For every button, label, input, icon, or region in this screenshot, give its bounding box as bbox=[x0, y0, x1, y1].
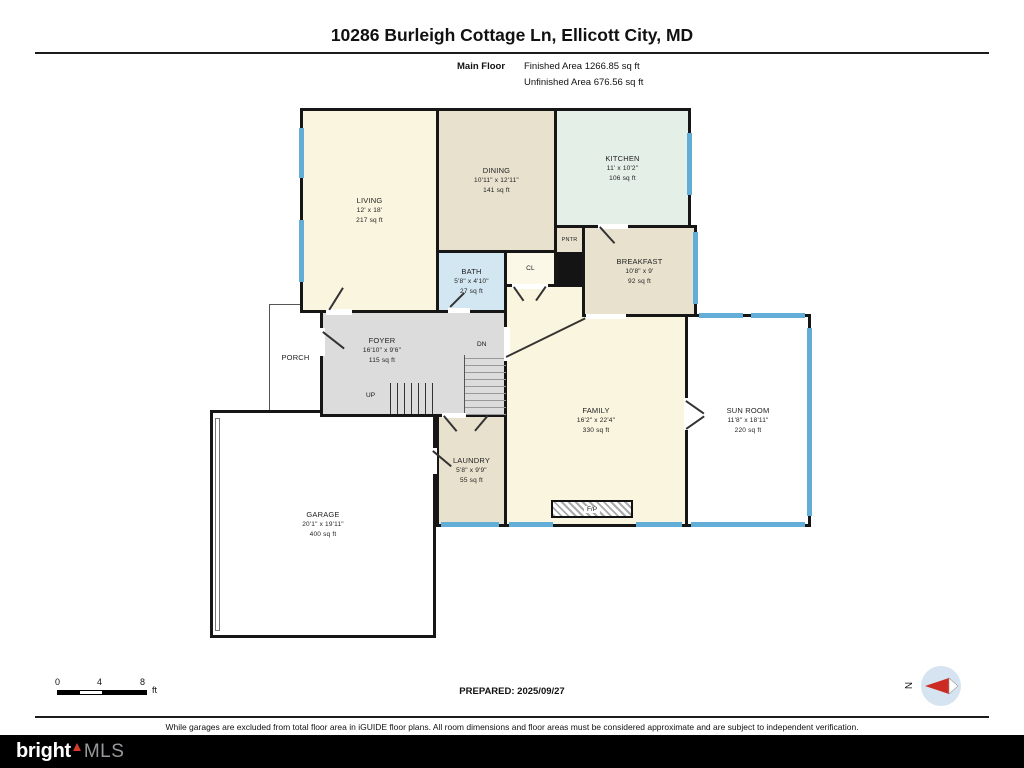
window bbox=[509, 522, 553, 527]
room-closet: CL bbox=[504, 250, 557, 287]
room-pantry: PNTR bbox=[554, 225, 585, 255]
garage-door bbox=[215, 418, 220, 631]
prepared-date: PREPARED: 2025/09/27 bbox=[459, 686, 565, 697]
room-label: BATH 5'8" x 4'10" 27 sq ft bbox=[454, 267, 489, 296]
door-opening bbox=[442, 413, 466, 418]
stairs-down bbox=[464, 355, 506, 415]
footer-brand-bar: bright MLS bbox=[0, 735, 1024, 768]
room-breakfast: BREAKFAST 10'8" x 9' 92 sq ft bbox=[582, 225, 697, 317]
stairs-up-label: UP bbox=[366, 392, 376, 399]
page-title: 10286 Burleigh Cottage Ln, Ellicott City… bbox=[330, 25, 694, 45]
fireplace-label: F/P bbox=[583, 505, 601, 513]
window bbox=[299, 128, 304, 178]
compass-icon bbox=[921, 666, 961, 706]
room-label: GARAGE 20'1" x 19'11" 400 sq ft bbox=[302, 509, 344, 538]
stairs-down-label: DN bbox=[477, 341, 487, 348]
room-label: LAUNDRY 5'8" x 9'9" 55 sq ft bbox=[452, 456, 491, 485]
room-label: SUN ROOM 11'8" x 18'11" 220 sq ft bbox=[726, 406, 770, 435]
room-label: PORCH bbox=[281, 353, 310, 363]
room-label: LIVING 12' x 18' 217 sq ft bbox=[356, 196, 383, 225]
scale-tick-8: 8 bbox=[140, 677, 146, 687]
door-opening bbox=[448, 308, 470, 313]
room-living: LIVING 12' x 18' 217 sq ft bbox=[300, 108, 439, 313]
window bbox=[441, 522, 499, 527]
scale-tick-0: 0 bbox=[55, 677, 61, 687]
door-opening bbox=[326, 309, 352, 315]
room-label: DINING 10'11" x 12'11" 141 sq ft bbox=[474, 166, 519, 195]
footer-divider bbox=[35, 716, 989, 718]
door-opening bbox=[684, 398, 690, 430]
brand-name: bright bbox=[16, 740, 71, 762]
floor-label: Main Floor bbox=[457, 61, 506, 72]
door-opening bbox=[431, 448, 437, 474]
window bbox=[691, 522, 805, 527]
room-family: FAMILY 16'2" x 22'4" 330 sq ft bbox=[504, 284, 688, 527]
room-garage: GARAGE 20'1" x 19'11" 400 sq ft bbox=[210, 410, 436, 638]
window bbox=[693, 232, 698, 304]
brand-triangle-icon bbox=[72, 742, 81, 751]
room-bath: BATH 5'8" x 4'10" 27 sq ft bbox=[436, 250, 507, 313]
room-label: KITCHEN 11' x 10'2" 106 sq ft bbox=[605, 153, 640, 182]
window bbox=[807, 328, 812, 516]
room-dining: DINING 10'11" x 12'11" 141 sq ft bbox=[436, 108, 557, 253]
window bbox=[751, 313, 805, 318]
chimney-block bbox=[554, 252, 585, 286]
window bbox=[299, 220, 304, 282]
room-kitchen: KITCHEN 11' x 10'2" 106 sq ft bbox=[554, 108, 691, 228]
scale-unit: ft bbox=[152, 685, 158, 695]
door-opening bbox=[598, 224, 628, 229]
header-divider bbox=[35, 52, 989, 54]
compass-needle-icon bbox=[925, 677, 959, 695]
stairs-up bbox=[390, 383, 436, 414]
disclaimer-text: While garages are excluded from total fl… bbox=[165, 722, 859, 732]
room-label: CL bbox=[526, 264, 535, 272]
north-label: N bbox=[904, 681, 916, 690]
room-sunroom: SUN ROOM 11'8" x 18'11" 220 sq ft bbox=[685, 314, 811, 527]
window bbox=[636, 522, 682, 527]
room-label: BREAKFAST 10'8" x 9' 92 sq ft bbox=[616, 256, 663, 285]
window bbox=[699, 313, 743, 318]
door-opening bbox=[504, 327, 510, 361]
finished-area: Finished Area 1266.85 sq ft bbox=[524, 61, 640, 72]
door-opening bbox=[512, 284, 548, 289]
door-opening bbox=[319, 328, 325, 356]
room-label: FAMILY 16'2" x 22'4" 330 sq ft bbox=[576, 406, 616, 435]
scale-tick-4: 4 bbox=[97, 677, 103, 687]
scale-bar bbox=[57, 690, 147, 695]
unfinished-area: Unfinished Area 676.56 sq ft bbox=[524, 77, 644, 88]
room-porch: PORCH bbox=[269, 304, 322, 412]
brand-suffix: MLS bbox=[83, 740, 125, 762]
window bbox=[687, 133, 692, 195]
fireplace: F/P bbox=[551, 500, 633, 518]
door-opening bbox=[586, 314, 626, 319]
room-label: FOYER 16'10" x 9'6" 115 sq ft bbox=[362, 336, 402, 364]
room-label: PNTR bbox=[561, 236, 578, 243]
room-laundry: LAUNDRY 5'8" x 9'9" 55 sq ft bbox=[436, 414, 507, 527]
